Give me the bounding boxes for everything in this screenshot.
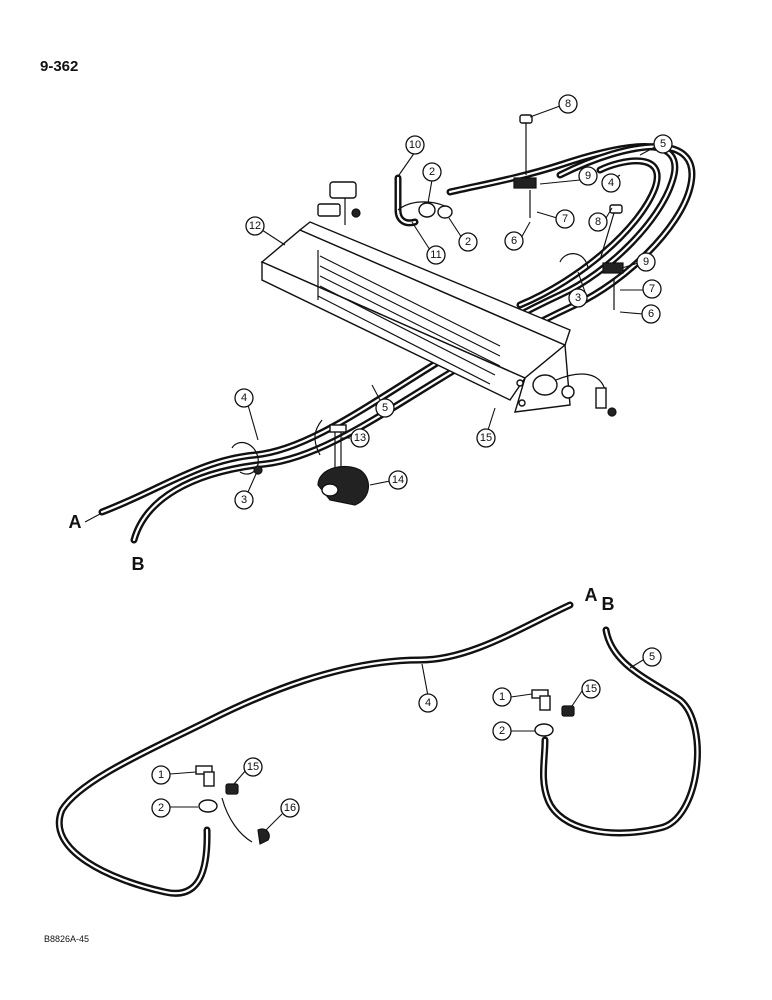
- callout-10: 10: [405, 135, 425, 155]
- svg-text:11: 11: [430, 249, 441, 261]
- svg-text:5: 5: [660, 138, 666, 150]
- callout-6-b: 6: [641, 304, 661, 324]
- svg-text:3: 3: [575, 292, 581, 304]
- pipe-10: [394, 174, 419, 227]
- lower-right-clamp-2: [534, 723, 554, 737]
- callout-12: 12: [245, 216, 265, 236]
- callout-6-a: 6: [504, 231, 524, 251]
- svg-text:12: 12: [249, 220, 261, 232]
- lower-hose-4: [55, 601, 574, 897]
- upper-hose-4: [98, 143, 679, 516]
- hose-clamps-2: [418, 202, 453, 219]
- callout-5-upper-left: 5: [375, 398, 395, 418]
- callout-15-right: 15: [581, 679, 601, 699]
- clip-assembly-upper: [513, 114, 624, 310]
- svg-text:10: 10: [409, 139, 421, 151]
- heater-right-valve: [532, 373, 617, 417]
- clamp-14: [314, 419, 369, 506]
- svg-text:7: 7: [649, 283, 655, 295]
- svg-text:2: 2: [429, 166, 435, 178]
- svg-text:8: 8: [565, 98, 571, 110]
- callout-8-b: 8: [588, 212, 608, 232]
- callout-9-b: 9: [636, 252, 656, 272]
- svg-text:6: 6: [511, 235, 517, 247]
- heater-housing: [260, 221, 571, 413]
- svg-text:13: 13: [354, 432, 366, 444]
- page-number: 9-362: [40, 58, 79, 75]
- svg-text:8: 8: [595, 216, 601, 228]
- callout-4-upper-left: 4: [234, 388, 254, 408]
- svg-text:1: 1: [158, 769, 164, 781]
- svg-text:1: 1: [499, 691, 505, 703]
- svg-text:7: 7: [562, 213, 568, 225]
- callout-2-a: 2: [422, 162, 442, 182]
- callout-2-left: 2: [151, 798, 171, 818]
- callout-11: 11: [426, 245, 446, 265]
- svg-text:16: 16: [284, 802, 296, 814]
- callout-8-a: 8: [558, 94, 578, 114]
- callout-5-upper: 5: [653, 134, 673, 154]
- svg-text:9: 9: [643, 256, 649, 268]
- callout-16: 16: [280, 798, 300, 818]
- clamp-16: [221, 797, 270, 845]
- lower-hose-5: [540, 626, 701, 837]
- callout-2-b: 2: [458, 232, 478, 252]
- callout-1-right: 1: [492, 687, 512, 707]
- upper-hose-inner-run: [516, 157, 661, 309]
- svg-text:15: 15: [247, 761, 259, 773]
- svg-text:9: 9: [585, 170, 591, 182]
- callout-7-b: 7: [642, 279, 662, 299]
- callout-7-a: 7: [555, 209, 575, 229]
- upper-hose-5: [130, 143, 696, 544]
- lower-left-clamp-2: [198, 799, 218, 813]
- svg-text:2: 2: [465, 236, 471, 248]
- callout-15-upper: 15: [476, 428, 496, 448]
- callout-2-right: 2: [492, 721, 512, 741]
- label-b-lower: B: [602, 594, 615, 614]
- svg-text:5: 5: [382, 402, 388, 414]
- svg-text:14: 14: [392, 474, 404, 486]
- svg-text:4: 4: [608, 177, 614, 189]
- label-a-lower: A: [585, 585, 598, 605]
- callout-14: 14: [388, 470, 408, 490]
- svg-text:3: 3: [241, 494, 247, 506]
- lower-left-fitting-1: [195, 765, 215, 787]
- pipe-11: [397, 201, 446, 211]
- svg-text:2: 2: [499, 725, 505, 737]
- document-code: B8826A-45: [44, 934, 90, 944]
- callout-3-upper: 3: [568, 288, 588, 308]
- callout-4-lower: 4: [418, 693, 438, 713]
- callout-4-upper-right: 4: [601, 173, 621, 193]
- svg-text:4: 4: [425, 697, 431, 709]
- svg-text:2: 2: [158, 802, 164, 814]
- svg-text:15: 15: [480, 432, 492, 444]
- callout-9-a: 9: [578, 166, 598, 186]
- callout-3-lower: 3: [234, 490, 254, 510]
- clip-assembly-lower: [231, 441, 263, 475]
- callout-13: 13: [350, 428, 370, 448]
- lower-left-plug-15: [225, 783, 239, 795]
- label-a-upper: A: [69, 512, 82, 532]
- callout-1-left: 1: [151, 765, 171, 785]
- callout-15-left: 15: [243, 757, 263, 777]
- callout-5-lower: 5: [642, 647, 662, 667]
- svg-text:4: 4: [241, 392, 247, 404]
- svg-text:6: 6: [648, 308, 654, 320]
- svg-text:15: 15: [585, 683, 597, 695]
- lower-right-plug-15: [561, 705, 575, 717]
- lower-right-fitting-1: [531, 689, 551, 711]
- label-b-upper: B: [132, 554, 145, 574]
- bolt-13: [329, 424, 347, 472]
- heater-left-valve: [317, 181, 361, 225]
- svg-text:5: 5: [649, 651, 655, 663]
